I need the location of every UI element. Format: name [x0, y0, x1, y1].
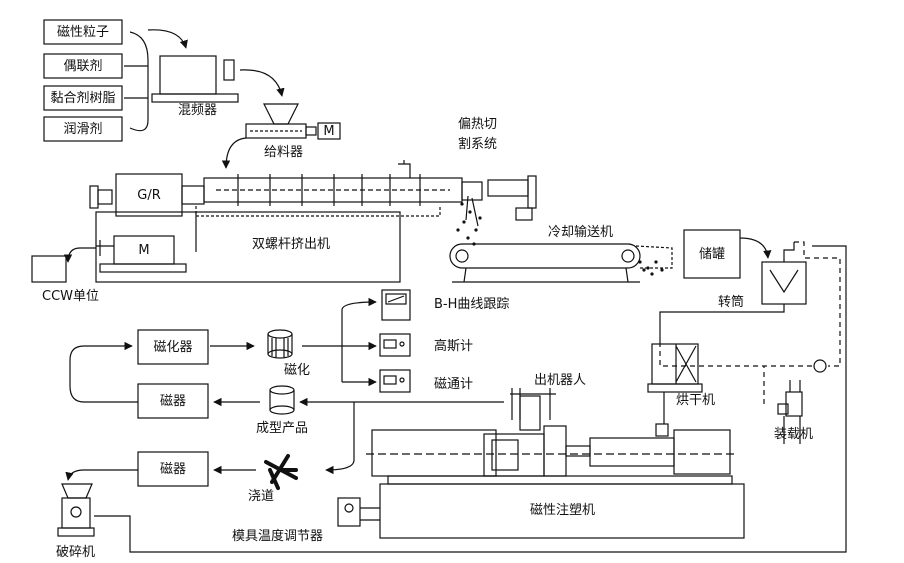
- molded-product-label: 成型产品: [256, 421, 309, 436]
- feeder-unit: [245, 103, 341, 140]
- arrow-box-to-crusher: [65, 469, 138, 481]
- dashed-return-loop: [659, 241, 841, 404]
- magnetic-particles-box: [43, 19, 123, 45]
- twin-screw-extruder: [89, 160, 483, 283]
- hot-cutting-label-2: 割系统: [458, 137, 498, 152]
- hot-cutting-label-1: 偏热切: [458, 117, 498, 132]
- runner-label: 浇道: [248, 489, 275, 504]
- arrow-tank-to-drum: [739, 237, 772, 259]
- storage-tank-box: [683, 229, 741, 279]
- take-out-robot: [510, 388, 556, 431]
- bh-tracer-box: [381, 289, 411, 321]
- arrow-feeder-to-extruder: [221, 137, 247, 169]
- input-lubricant: 润滑剂: [63, 121, 103, 137]
- bh-tracer-label: B-H曲线跟踪: [434, 297, 510, 312]
- magnetic-box-1-label: 磁器: [159, 393, 186, 409]
- mold-temp-label: 模具温度调节器: [232, 529, 324, 544]
- feeder-hopper: [263, 103, 299, 125]
- injection-molding-machine: [366, 425, 745, 539]
- drum-body: [761, 261, 807, 305]
- cooling-conveyor: [449, 243, 673, 283]
- magnetize-ring-icon: [267, 329, 293, 359]
- feeder-motor-label: M: [323, 123, 335, 139]
- arrow-to-bh-tracer: [341, 297, 377, 311]
- magnetize-label: 磁化: [284, 363, 311, 378]
- ccw-unit-label: CCW单位: [42, 289, 100, 304]
- feeder-motor: [317, 122, 341, 140]
- magnetic-box-2-label: 磁器: [159, 461, 186, 477]
- extruder-motor-label: M: [138, 242, 150, 258]
- cooling-conveyor-label: 冷却输送机: [548, 225, 614, 240]
- magnetizer-box: [137, 329, 209, 365]
- conveyor-belt: [449, 243, 641, 269]
- arrow-robot-to-runner: [325, 402, 355, 475]
- input-binder-resin: 黏合剂树脂: [50, 90, 116, 106]
- coupling-agent-box: [43, 53, 123, 79]
- gaussmeter-label: 高斯计: [434, 339, 474, 354]
- crusher-label: 破碎机: [56, 545, 96, 560]
- storage-tank-label: 储罐: [698, 246, 725, 262]
- drum-label: 转筒: [718, 295, 745, 310]
- ccw-unit-box: [31, 255, 67, 283]
- gear-reducer-label: G/R: [137, 187, 161, 203]
- dryer-body: [651, 343, 699, 385]
- fluxmeter-label: 磁通计: [434, 377, 474, 392]
- mixer-unit: [151, 55, 239, 103]
- gaussmeter-box: [379, 333, 411, 357]
- molded-product-icon: [269, 385, 295, 415]
- arrow-mixer-to-hopper: [239, 69, 285, 97]
- mold-temperature-controller: [337, 497, 380, 527]
- magnetic-box-2: [137, 451, 209, 487]
- magnetic-box-1: [137, 383, 209, 419]
- robot-label: 出机器人: [534, 373, 587, 388]
- mold-temp-box: [337, 497, 361, 527]
- dryer-unit: [647, 343, 703, 437]
- measurement-instruments: [302, 289, 411, 393]
- inputs-bracket: [129, 31, 149, 132]
- loader-unit: [777, 380, 803, 444]
- loader-label: 装载机: [774, 427, 814, 442]
- twin-screw-extruder-label: 双螺杆挤出机: [252, 237, 331, 252]
- ccw-connection: [63, 247, 96, 263]
- drum-unit: [761, 242, 807, 305]
- drum-to-dryer-line: [659, 304, 785, 344]
- mixer-body: [159, 55, 217, 95]
- crusher-return-line: [94, 245, 847, 553]
- magnetizer-label: 磁化器: [153, 339, 193, 355]
- extruder-base: [95, 211, 401, 283]
- crusher-unit: [57, 483, 95, 537]
- binder-resin-box: [43, 85, 123, 111]
- input-coupling-agent: 偶联剂: [63, 58, 103, 74]
- lubricant-box: [43, 116, 123, 142]
- mixer-label: 混频器: [178, 103, 218, 118]
- input-magnetic-particles: 磁性粒子: [56, 24, 109, 40]
- loop-box-to-magnetizer: [69, 341, 138, 403]
- runner-icon: [264, 454, 298, 490]
- input-boxes: [43, 19, 149, 142]
- feeder-label: 给料器: [264, 145, 304, 160]
- dryer-label: 烘干机: [676, 393, 716, 408]
- fluxmeter-box: [379, 369, 411, 393]
- arrow-inputs-to-mixer: [147, 29, 188, 49]
- hot-cutting-system: [465, 175, 537, 227]
- injection-molding-label: 磁性注塑机: [530, 503, 596, 518]
